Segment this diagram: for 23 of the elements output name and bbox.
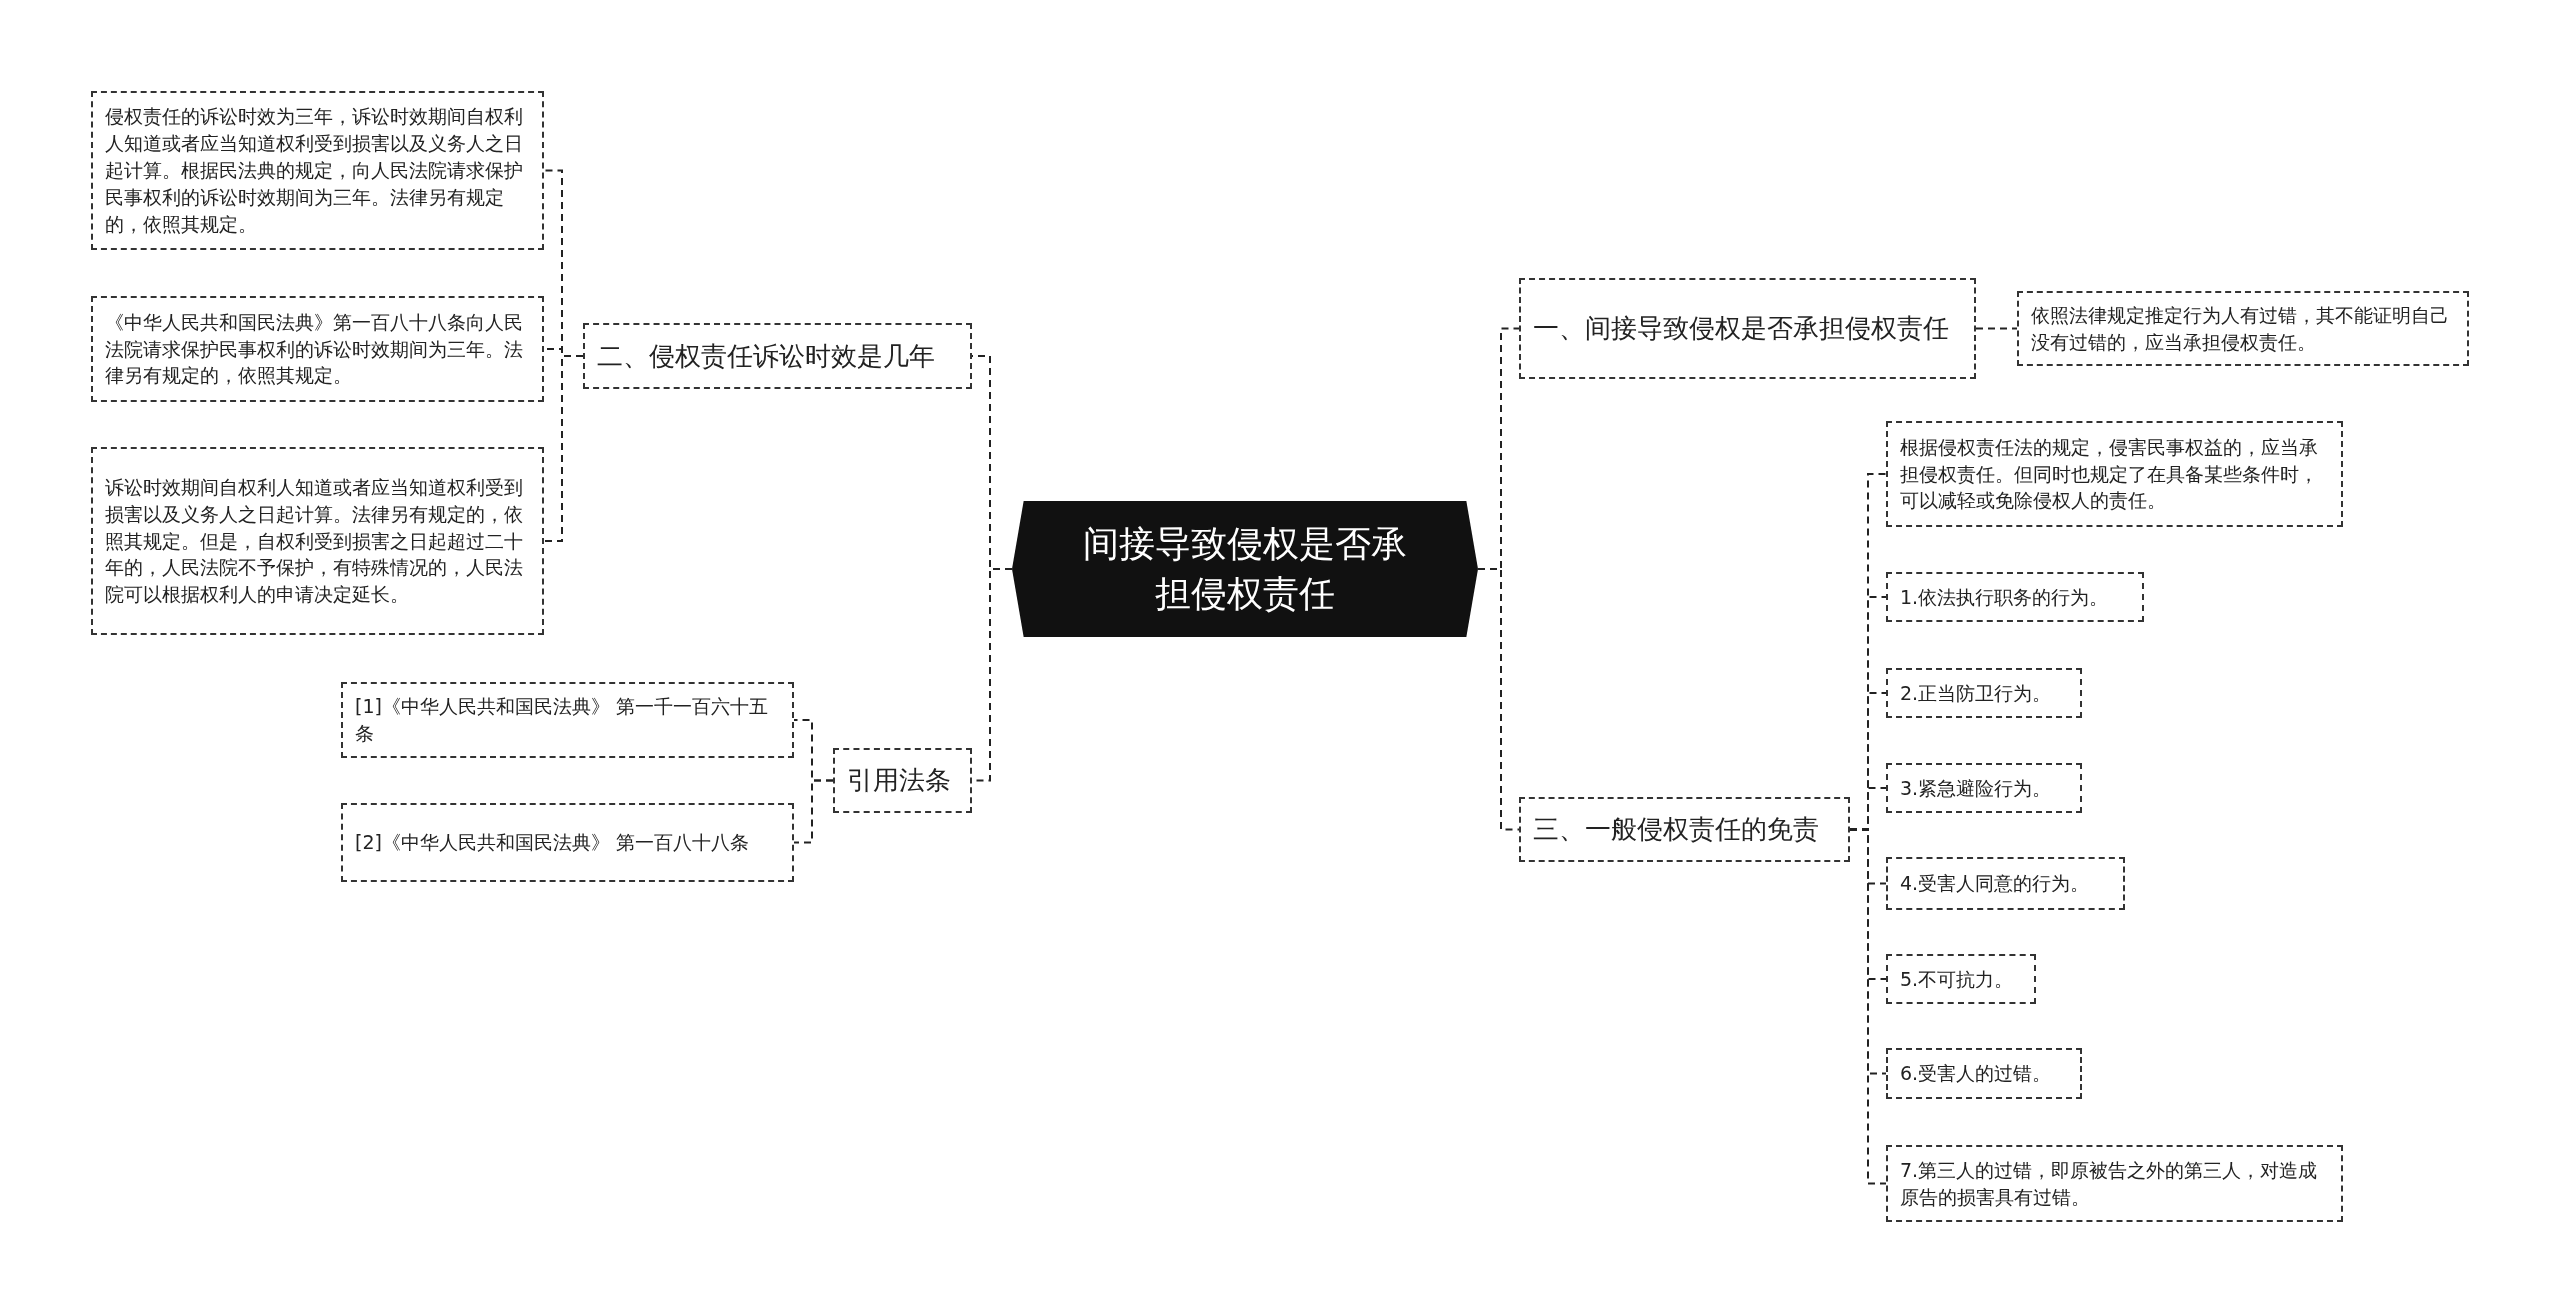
- topic-box: 一、间接导致侵权是否承担侵权责任: [1519, 278, 1976, 379]
- topic-box: 二、侵权责任诉讼时效是几年: [583, 323, 972, 389]
- topic-box: 引用法条: [833, 748, 972, 813]
- connector-line: [1975, 327, 2018, 330]
- note-box: 5.不可抗力。: [1886, 954, 2036, 1004]
- central-topic: 间接导致侵权是否承担侵权责任: [1012, 501, 1478, 637]
- note-box: 依照法律规定推定行为人有过错，其不能证明自己没有过错的，应当承担侵权责任。: [2017, 291, 2469, 366]
- note-box: [1]《中华人民共和国民法典》 第一千一百六十五条: [341, 682, 794, 758]
- note-box: 《中华人民共和国民法典》第一百八十八条向人民法院请求保护民事权利的诉讼时效期间为三年。法律另有规定的，依照其规定。: [91, 296, 544, 402]
- note-box: 7.第三人的过错，即原被告之外的第三人，对造成原告的损害具有过错。: [1886, 1145, 2343, 1222]
- connector-line: [1477, 568, 1520, 831]
- note-box: 侵权责任的诉讼时效为三年，诉讼时效期间自权利人知道或者应当知道权利受到损害以及义务人之日起计算。根据民法典的规定，向人民法院请求保护民事权利的诉讼时效期间为三年。法律另有规定的，依照其规定。: [91, 91, 544, 250]
- note-box: 4.受害人同意的行为。: [1886, 857, 2125, 910]
- topic-box: 三、一般侵权责任的免责: [1519, 797, 1850, 862]
- note-box: 根据侵权责任法的规定，侵害民事权益的，应当承担侵权责任。但同时也规定了在具备某些条件时，可以减轻或免除侵权人的责任。: [1886, 421, 2343, 527]
- note-box: 3.紧急避险行为。: [1886, 763, 2082, 813]
- connector-line: [543, 355, 584, 542]
- note-box: 6.受害人的过错。: [1886, 1048, 2082, 1099]
- note-box: 诉讼时效期间自权利人知道或者应当知道权利受到损害以及义务人之日起计算。法律另有规定的，依照其规定。但是，自权利受到损害之日起超过二十年的，人民法院不予保护，有特殊情况的，人民法院可以根据权利人的申请决定延长。: [91, 447, 544, 635]
- connector-line: [793, 779, 834, 844]
- note-box: [2]《中华人民共和国民法典》 第一百八十八条: [341, 803, 794, 882]
- note-box: 1.依法执行职务的行为。: [1886, 572, 2144, 622]
- note-box: 2.正当防卫行为。: [1886, 668, 2082, 718]
